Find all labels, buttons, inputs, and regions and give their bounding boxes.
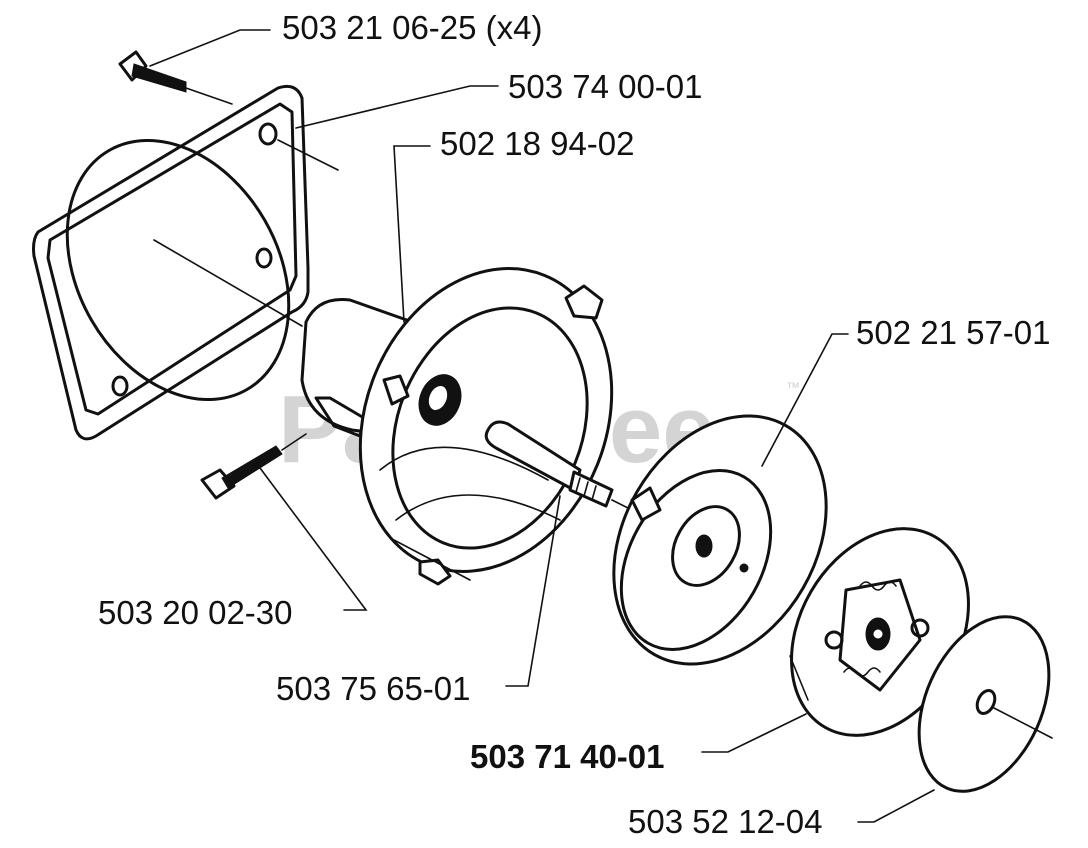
part-label-clutch-housing: 502 18 94-02 bbox=[440, 125, 635, 162]
clutch-assembly-drawing bbox=[789, 527, 970, 737]
top-screw-drawing bbox=[118, 50, 233, 105]
side-screw-drawing bbox=[200, 433, 307, 500]
part-label-shaft: 503 75 65-01 bbox=[276, 670, 471, 707]
part-label-clutch-drum: 502 21 57-01 bbox=[856, 314, 1051, 351]
clutch-housing-drawing bbox=[300, 267, 614, 586]
clutch-drum-drawing bbox=[612, 414, 828, 666]
part-label-clutch-assembly: 503 71 40-01 bbox=[470, 738, 665, 775]
part-label-gasket: 503 74 00-01 bbox=[508, 68, 703, 105]
shaft-drawing bbox=[484, 420, 633, 511]
part-label-washer: 503 52 12-04 bbox=[628, 803, 823, 840]
part-label-screw-top: 503 21 06-25 (x4) bbox=[282, 9, 543, 46]
part-label-screw-side: 503 20 02-30 bbox=[98, 594, 293, 631]
washer-drawing bbox=[917, 615, 1053, 793]
leader-lines bbox=[149, 29, 935, 823]
watermark-trademark: ™ bbox=[786, 379, 800, 395]
gasket-drawing bbox=[32, 84, 339, 441]
